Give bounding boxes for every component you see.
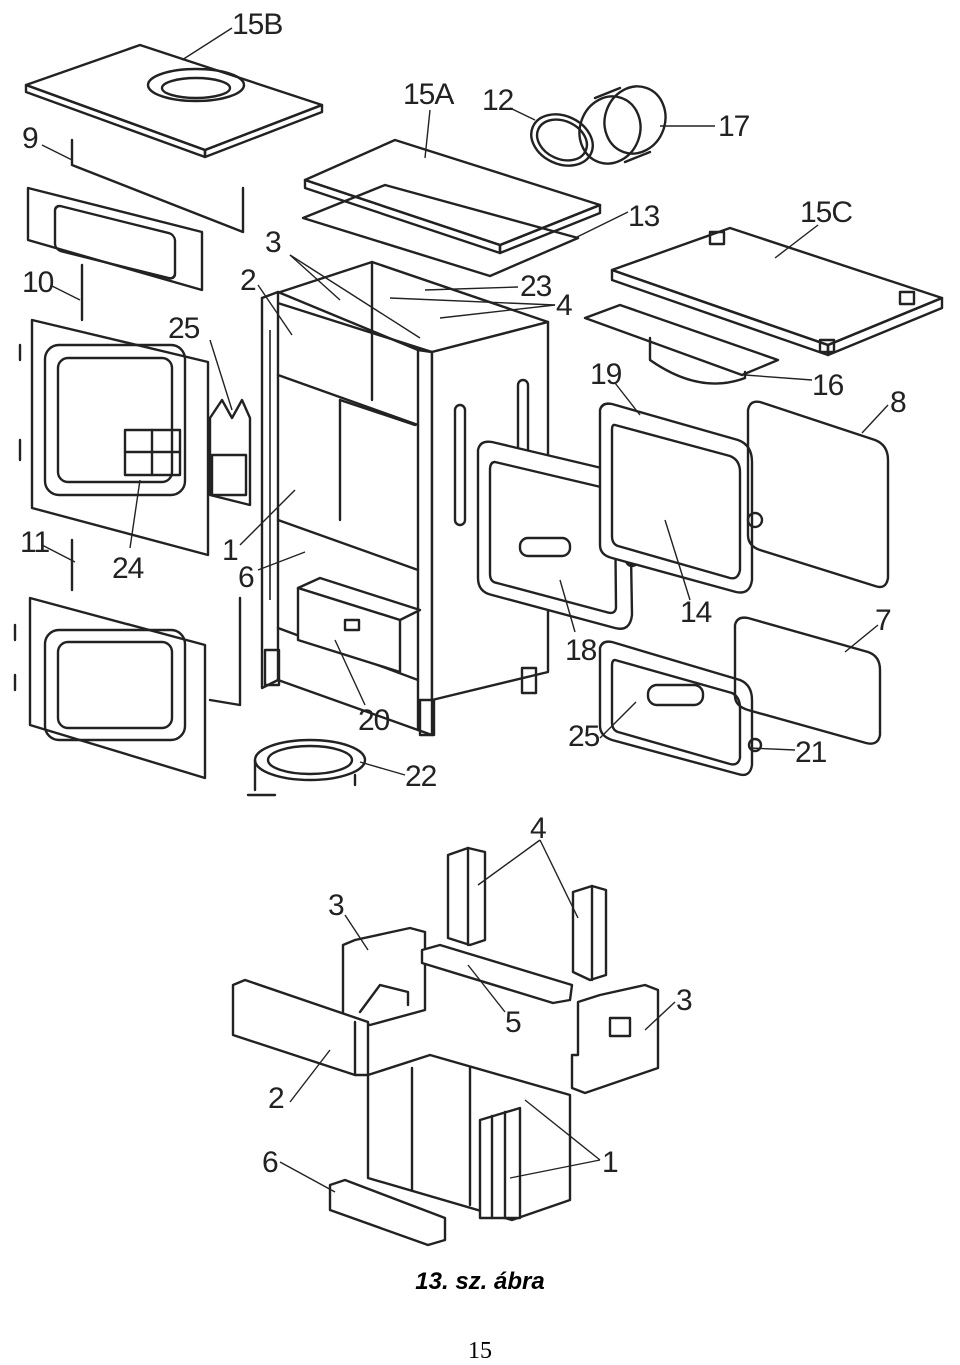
rod-9 <box>70 138 245 234</box>
figure-caption: 13. sz. ábra <box>415 1268 545 1295</box>
label-24: 24 <box>112 552 144 585</box>
glass-7 <box>733 616 882 745</box>
flue-collar-17 <box>578 85 667 165</box>
upper-door-19 <box>598 402 764 594</box>
label-23: 23 <box>520 270 552 303</box>
label-13: 13 <box>628 200 660 233</box>
label-14: 14 <box>680 596 712 629</box>
label-8: 8 <box>890 386 906 419</box>
label-25-lower: 25 <box>568 720 600 753</box>
label-15a: 15A <box>403 78 454 111</box>
label-11: 11 <box>20 526 49 559</box>
upper-labels: 15B 15A 12 17 9 13 15C 3 2 23 4 10 25 19… <box>20 8 907 793</box>
exploded-stove-diagram: 15B 15A 12 17 9 13 15C 3 2 23 4 10 25 19… <box>13 8 944 1247</box>
round-grate-22 <box>246 738 367 797</box>
label-2: 2 <box>240 264 256 297</box>
label-6: 6 <box>238 561 254 594</box>
label-4: 4 <box>556 289 572 322</box>
label-22: 22 <box>405 760 437 793</box>
lower-door-25 <box>598 640 763 777</box>
brick-label-5: 5 <box>505 1006 521 1039</box>
label-12: 12 <box>482 84 514 117</box>
label-17: 17 <box>718 110 750 143</box>
door-frame-24 <box>18 318 210 557</box>
plate-15c <box>610 226 944 357</box>
grate-25 <box>208 398 252 507</box>
side-panel-11 <box>13 538 242 780</box>
brick-label-4: 4 <box>530 812 546 845</box>
label-3: 3 <box>265 226 281 259</box>
label-18: 18 <box>565 634 597 667</box>
label-16: 16 <box>812 369 844 402</box>
brick-label-6: 6 <box>262 1146 278 1179</box>
ring-gasket-12 <box>530 113 594 167</box>
label-9: 9 <box>22 122 38 155</box>
page-number: 15 <box>468 1338 492 1364</box>
top-plate-15b <box>24 43 324 159</box>
brick-label-3-right: 3 <box>676 984 692 1017</box>
ash-pan-20 <box>296 576 422 674</box>
label-15c: 15C <box>800 196 852 229</box>
brick-label-3-left: 3 <box>328 889 344 922</box>
label-15b: 15B <box>232 8 282 41</box>
label-25: 25 <box>168 312 200 345</box>
firebrick-set <box>231 846 660 1247</box>
gasket-13 <box>301 183 580 278</box>
side-panel-10 <box>26 186 204 322</box>
brick-labels: 4 3 5 3 2 1 6 <box>262 812 693 1193</box>
label-21: 21 <box>795 736 827 769</box>
label-7: 7 <box>875 604 891 637</box>
label-1: 1 <box>222 534 238 567</box>
label-19: 19 <box>590 358 622 391</box>
baffle-16 <box>583 303 780 385</box>
label-20: 20 <box>358 704 390 737</box>
brick-label-2: 2 <box>268 1082 284 1115</box>
brick-label-1: 1 <box>602 1146 618 1179</box>
glass-8 <box>746 400 890 589</box>
plate-15a <box>303 138 602 255</box>
label-10: 10 <box>22 266 54 299</box>
